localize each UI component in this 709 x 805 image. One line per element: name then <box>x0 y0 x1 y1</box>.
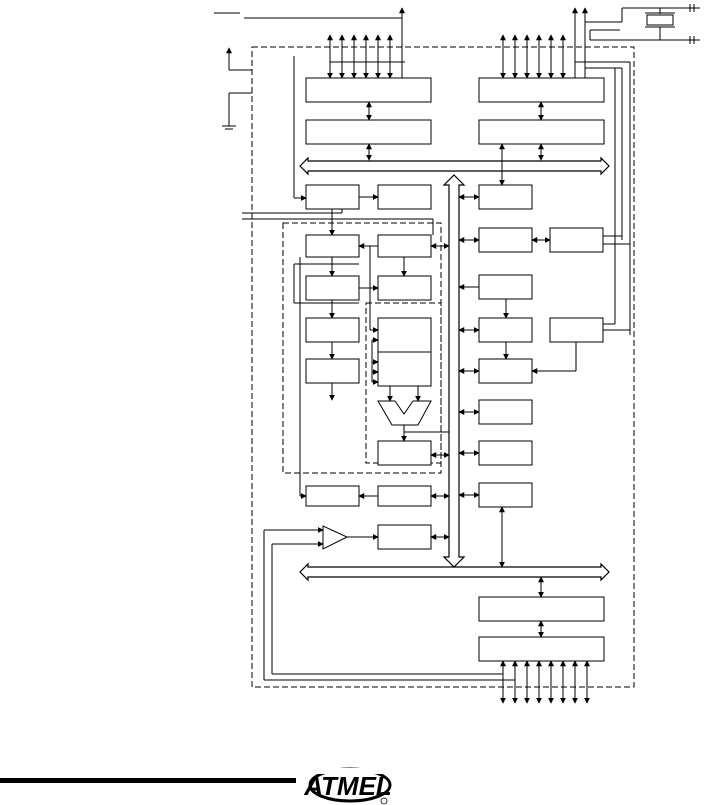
register-file-lower <box>377 351 432 387</box>
internal-bus-vertical <box>442 174 466 568</box>
stack-pointer <box>377 184 432 210</box>
interrupt-unit <box>305 485 360 507</box>
usart-block <box>478 399 533 425</box>
instruction-register <box>305 275 360 301</box>
port-register-left <box>305 119 432 145</box>
port-drivers-left <box>305 77 432 103</box>
analog-comparator-block <box>377 524 432 550</box>
twi-block <box>478 440 533 466</box>
logo-text: ATMEL <box>303 771 392 801</box>
port-register-right <box>478 119 605 145</box>
bus-taps-left <box>430 243 450 540</box>
sram <box>377 234 432 258</box>
program-counter <box>305 184 360 210</box>
crystal-oscillator <box>572 4 700 44</box>
instruction-decoder <box>305 317 360 343</box>
left-column-connections <box>242 56 434 499</box>
port-pins-bottom <box>500 660 590 704</box>
data-bus-top <box>299 156 610 176</box>
comparator-wires <box>263 527 515 681</box>
timer-counter-1 <box>478 358 533 384</box>
timer-counter-osc <box>549 227 604 253</box>
timer-counter-0 <box>478 227 533 253</box>
mcu-control <box>478 482 533 508</box>
control-lines <box>305 358 360 384</box>
adc-block <box>478 274 533 300</box>
comparator-triangle <box>322 525 349 550</box>
eeprom <box>478 184 533 210</box>
port-register-bottom <box>478 596 605 622</box>
atmel-logo: ATMEL <box>303 767 392 805</box>
status-register <box>377 440 432 466</box>
general-purpose-registers <box>377 275 432 301</box>
supply-lines <box>214 7 405 130</box>
port-pins-top-left <box>327 34 405 79</box>
chip-boundary <box>251 46 635 688</box>
footer-rule <box>0 778 296 783</box>
port-drivers-bottom <box>478 636 605 662</box>
port-pins-top-right <box>500 18 631 335</box>
program-flash <box>305 234 360 258</box>
spi-block <box>478 317 533 343</box>
data-bus-bottom <box>299 562 610 582</box>
bus-taps-right <box>458 68 630 568</box>
port-drivers-right <box>478 77 605 103</box>
register-file-upper <box>377 317 432 353</box>
alu-shape <box>377 400 432 426</box>
watchdog-timer <box>377 485 432 507</box>
oscillator-block <box>549 317 604 343</box>
